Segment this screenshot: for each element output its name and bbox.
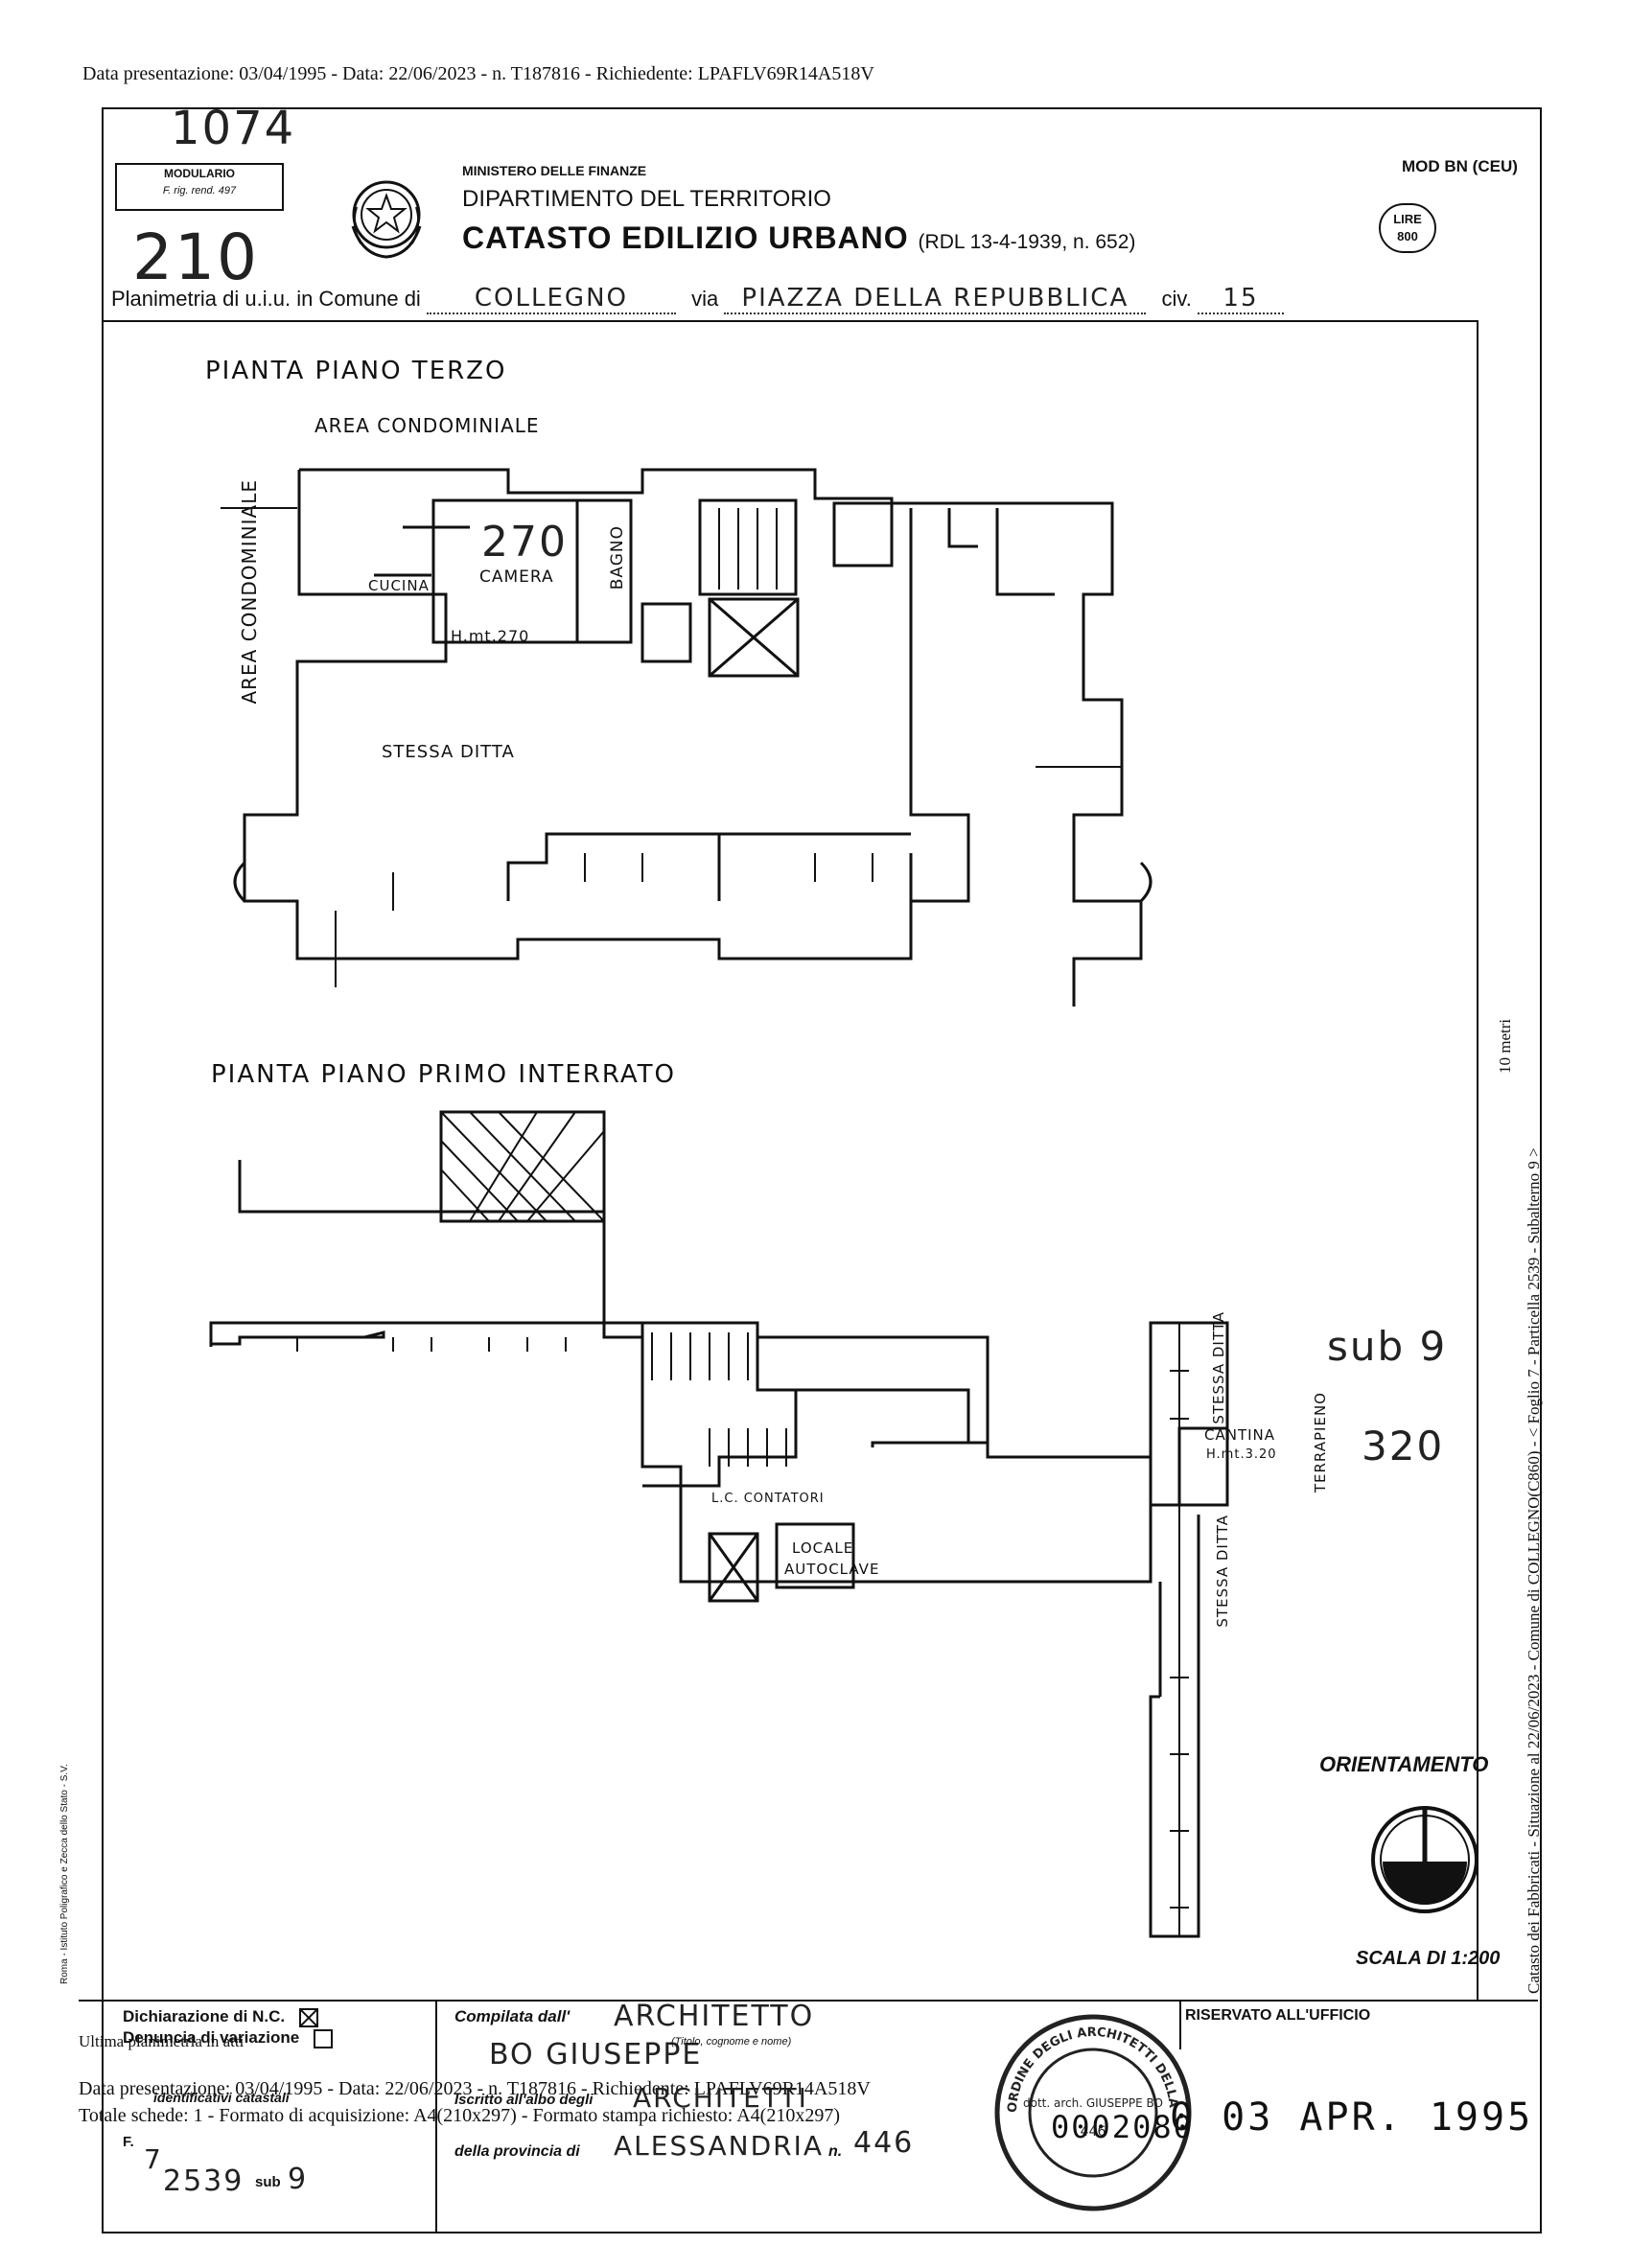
contatori-label: L.C. CONTATORI — [711, 1492, 825, 1506]
via-value: PIAZZA DELLA REPUBBLICA — [724, 284, 1147, 314]
comune-value: COLLEGNO — [426, 284, 676, 314]
catasto-title: CATASTO EDILIZIO URBANO (RDL 13-4-1939, … — [462, 220, 1135, 256]
denuncia-row: Denuncia di variazione — [123, 2028, 333, 2048]
sub-value: 9 — [288, 2163, 309, 2196]
room-cucina: CUCINA — [368, 577, 430, 594]
compilata-name: BO GIUSEPPE — [489, 2038, 703, 2071]
seal-number: 446 — [1081, 2124, 1106, 2140]
via-label: via — [691, 287, 719, 311]
handwritten-number: 210 — [132, 220, 259, 294]
modulario-box: MODULARIO F. rig. rend. 497 — [115, 163, 284, 211]
mod-code: MOD BN (CEU) — [1402, 157, 1518, 175]
iscritto-value: ARCHITETTI — [633, 2082, 808, 2114]
floor-plan-interrato — [209, 1110, 1229, 1938]
provincia-value: ALESSANDRIA — [614, 2130, 825, 2162]
iscritto-label: Iscritto all'albo degli — [454, 2092, 594, 2108]
terrapieno-label: TERRAPIENO — [1312, 1392, 1329, 1493]
denuncia-checkbox[interactable] — [313, 2028, 333, 2048]
dichiarazione-checkbox[interactable] — [298, 2007, 318, 2027]
ultima-planimetria: Ultima planimetria in atti — [79, 2032, 244, 2050]
autoclave-label-2: AUTOCLAVE — [784, 1561, 880, 1578]
modulario-label: MODULARIO — [164, 167, 235, 180]
provincia-label: della provincia di — [454, 2143, 580, 2160]
n-value: 446 — [853, 2126, 915, 2160]
foglio-value: 7 — [144, 2143, 163, 2175]
check-x-icon — [300, 2009, 316, 2025]
sub-height: 320 — [1362, 1423, 1445, 1470]
floor-plan-terzo — [221, 468, 1153, 1007]
planimetria-prefix: Planimetria di u.i.u. in Comune di — [111, 287, 421, 311]
particella-value: 2539 — [163, 2164, 244, 2198]
footer-col-divider-2 — [1179, 2002, 1181, 2049]
scale-10m-note: 10 metri — [1496, 1018, 1514, 1074]
stamp-date: 0 03 APR. 1995 — [1170, 2095, 1534, 2140]
italian-emblem-icon — [351, 180, 422, 259]
planimetria-line: Planimetria di u.i.u. in Comune di COLLE… — [111, 284, 1284, 314]
lire-label: LIRE — [1393, 212, 1422, 226]
modulario-sub: F. rig. rend. 497 — [162, 185, 237, 197]
catasto-name: CATASTO EDILIZIO URBANO — [462, 220, 909, 255]
catasto-situation-note: Catasto dei Fabbricati - Situazione al 2… — [1525, 1147, 1543, 1994]
compilata-title: ARCHITETTO — [614, 2000, 815, 2033]
handwritten-number-top: 1074 — [171, 102, 296, 155]
area-condominiale-top: AREA CONDOMINIALE — [314, 414, 540, 437]
plan-interrato-title: PIANTA PIANO PRIMO INTERRATO — [211, 1060, 676, 1089]
architect-seal-icon: ORDINE DEGLI ARCHITETTI DELLA PROVINCIA … — [988, 2007, 1192, 2211]
room-camera: CAMERA — [479, 567, 554, 587]
north-arrow-icon — [1371, 1806, 1479, 1913]
autoclave-label-1: LOCALE — [792, 1539, 854, 1557]
riservato-label: RISERVATO ALL'UFFICIO — [1185, 2007, 1371, 2024]
sub-note: sub 9 — [1327, 1323, 1448, 1370]
dipartimento-label: DIPARTIMENTO DEL TERRITORIO — [462, 186, 831, 212]
cantina-height: H.mt.3.20 — [1206, 1447, 1277, 1462]
footer-divider — [79, 2000, 1538, 2002]
submission-info-top: Data presentazione: 03/04/1995 - Data: 2… — [82, 63, 874, 84]
n-label: n. — [828, 2143, 843, 2160]
printer-note: Roma - Istituto Poligrafico e Zecca dell… — [59, 1764, 70, 1984]
footer-col-divider-1 — [435, 2002, 437, 2232]
dichiarazione-label: Dichiarazione di N.C. — [123, 2007, 286, 2025]
height-label: H.mt.270 — [451, 627, 530, 645]
page-frame — [102, 107, 1542, 2233]
cantina-label: CANTINA — [1204, 1426, 1276, 1444]
denuncia-label: Denuncia di variazione — [123, 2028, 300, 2047]
plan-terzo-title: PIANTA PIANO TERZO — [205, 357, 507, 385]
ministero-label: MINISTERO DELLE FINANZE — [462, 163, 647, 178]
lire-value: 800 — [1397, 229, 1418, 243]
stamp-code: 0002080 — [1051, 2109, 1194, 2145]
sub-label: sub — [255, 2174, 281, 2190]
seal-name: dott. arch. GIUSEPPE BO — [1023, 2096, 1163, 2110]
acquisizione-line: Totale schede: 1 - Formato di acquisizio… — [79, 2105, 840, 2126]
civ-label: civ. — [1161, 287, 1192, 311]
identificativi-label: identificativi catastali — [153, 2090, 290, 2105]
compilata-label: Compilata dall' — [454, 2007, 570, 2025]
scala-label: SCALA DI 1:200 — [1356, 1948, 1501, 1969]
stessa-ditta-terzo: STESSA DITTA — [382, 742, 515, 762]
civ-value: 15 — [1197, 284, 1284, 314]
presentazione-line: Data presentazione: 03/04/1995 - Data: 2… — [79, 2078, 871, 2099]
dichiarazione-row: Dichiarazione di N.C. — [123, 2007, 318, 2027]
titolo-hint: (Titolo, cognome e nome) — [671, 2036, 792, 2048]
foglio-label: F. — [123, 2134, 134, 2150]
lire-badge: LIRE 800 — [1379, 203, 1436, 253]
catasto-ref: (RDL 13-4-1939, n. 652) — [918, 231, 1136, 253]
orientamento-label: ORIENTAMENTO — [1319, 1752, 1489, 1776]
height-note-270: 270 — [481, 518, 568, 567]
